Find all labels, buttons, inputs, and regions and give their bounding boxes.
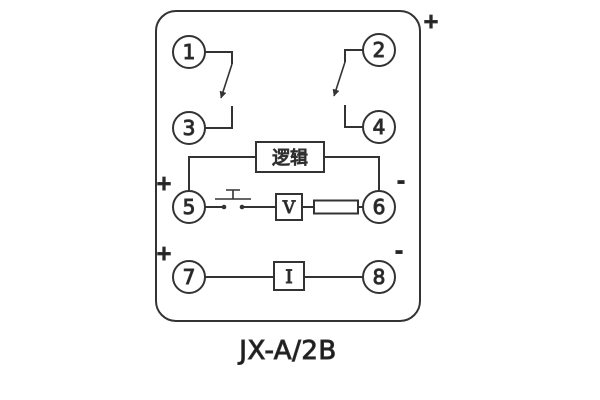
terminal-7-circle: [172, 260, 206, 294]
logic-box-label: 逻辑: [272, 148, 308, 169]
polarity-mid-right-minus: -: [397, 169, 405, 193]
button-contact-dot-right: [239, 204, 245, 210]
diagram-title: JX-A/2B: [237, 336, 336, 366]
contact-2-4: [332, 49, 363, 128]
resistor-symbol: [313, 199, 359, 215]
terminal-8: 8: [362, 260, 396, 294]
terminal-5: 5: [172, 190, 206, 224]
terminal-2: 2: [362, 33, 396, 67]
terminal-5-label: 5: [183, 195, 196, 219]
button-contact-dot-left: [221, 204, 227, 210]
terminal-6-label: 6: [373, 195, 386, 219]
polarity-bottom-left-plus: +: [156, 241, 173, 265]
terminal-1-label: 1: [183, 40, 196, 64]
terminal-3-circle: [172, 111, 206, 145]
terminal-1-circle: [172, 35, 206, 69]
voltage-row: V: [205, 189, 363, 221]
current-element-label: I: [285, 266, 293, 288]
polarity-bottom-right-minus: -: [395, 239, 403, 263]
lead-terminal-2: [344, 49, 363, 62]
polarity-mid-left-plus: +: [156, 171, 173, 195]
terminal-5-circle: [172, 190, 206, 224]
contact-blade-left-arrow-icon: [219, 63, 233, 99]
terminal-2-circle: [362, 33, 396, 67]
lead-terminal-4: [344, 105, 363, 128]
pushbutton-symbol: [215, 189, 251, 210]
terminal-1: 1: [172, 35, 206, 69]
terminal-6: 6: [362, 190, 396, 224]
terminal-8-label: 8: [373, 265, 386, 289]
terminal-4-label: 4: [373, 115, 386, 139]
current-row: I: [205, 261, 363, 291]
logic-wire-right: [324, 156, 380, 191]
terminal-3-label: 3: [183, 116, 196, 140]
voltage-element-label: V: [282, 198, 296, 218]
terminal-2-label: 2: [373, 38, 386, 62]
relay-diagram: 逻辑 V I: [155, 9, 440, 367]
logic-box: [255, 141, 325, 173]
button-actuator: [226, 189, 240, 199]
terminal-8-circle: [362, 260, 396, 294]
lead-terminal-1: [205, 51, 233, 64]
contact-blade-right-arrow-icon: [332, 61, 346, 97]
terminal-7-label: 7: [183, 265, 196, 289]
terminal-6-circle: [362, 190, 396, 224]
terminal-3: 3: [172, 111, 206, 145]
logic-block: 逻辑: [188, 141, 380, 191]
lead-terminal-3: [205, 106, 233, 129]
terminal-4: 4: [362, 110, 396, 144]
polarity-top-right-plus: +: [423, 9, 440, 33]
terminal-4-circle: [362, 110, 396, 144]
relay-case-outline: [155, 10, 421, 322]
logic-wire-left: [188, 156, 256, 191]
terminal-7: 7: [172, 260, 206, 294]
contact-1-3: [205, 51, 233, 129]
